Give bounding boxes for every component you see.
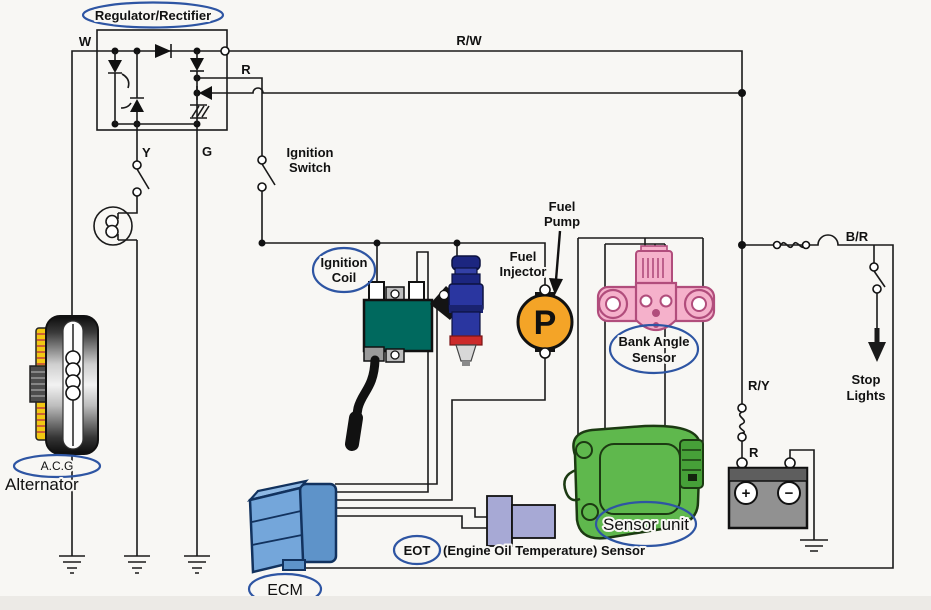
eot-sensor-head	[486, 495, 513, 547]
diode-right-icon	[190, 58, 204, 71]
ecm-back	[298, 482, 338, 564]
stop-arrow-head-icon	[868, 342, 886, 362]
wire-ecm-injector	[335, 300, 438, 485]
regulator-label-oval	[81, 1, 225, 29]
regulator-box	[96, 29, 228, 131]
bank-angle-label-2: Sensor	[632, 350, 676, 365]
eot-rest-label: (Engine Oil Temperature) Sensor	[443, 543, 645, 558]
bank-angle-sensor	[596, 245, 716, 332]
ecm	[246, 479, 338, 574]
fuel-injector-label-1: Fuel	[510, 249, 537, 264]
ecm-label: ECM	[267, 582, 303, 599]
bank-angle-label-1: Bank Angle	[618, 334, 689, 349]
regulator-output-terminal	[220, 46, 230, 56]
battery-plus-icon	[734, 481, 758, 505]
bottom-margin	[0, 596, 931, 610]
diode-icon	[155, 44, 171, 58]
wire-battery-ground	[789, 449, 815, 540]
diode-sense-icon	[199, 86, 212, 100]
wires	[59, 47, 894, 574]
wire-label-y: Y	[142, 145, 151, 160]
wire-regulator-sense	[212, 87, 742, 94]
wire-bank-angle-loops	[577, 237, 704, 470]
wire-label-ry: R/Y	[748, 378, 770, 393]
fuel-pump-label-2: Pump	[544, 214, 580, 229]
bank-sensor-connector	[635, 250, 673, 286]
winding-hatch-top	[37, 333, 49, 365]
wire-r-ignition	[197, 77, 263, 156]
ignition-switch-symbol	[257, 155, 267, 192]
fuel-pump: P	[516, 284, 574, 359]
ecm-foot	[282, 559, 306, 571]
ignition-coil	[345, 281, 434, 451]
wire-label-r-battery: R	[749, 445, 759, 460]
ignition-coil-label-1: Ignition	[321, 255, 368, 270]
main-fuse-symbol	[737, 403, 747, 442]
spark-plug-cap	[345, 411, 363, 451]
ground-symbols	[59, 539, 828, 574]
acg-label-oval	[12, 453, 102, 479]
sensor-unit-connector	[679, 439, 704, 489]
fuel-injector-label-2: Injector	[500, 264, 547, 279]
ignition-switch-label-1: Ignition	[287, 145, 334, 160]
eot-sensor-body	[511, 504, 556, 539]
scr-middle-icon	[130, 99, 144, 112]
lighting-switch-symbol	[132, 160, 142, 197]
bank-angle-label-oval	[608, 323, 700, 375]
battery-terminal-positive	[736, 457, 748, 469]
pump-letter: P	[534, 304, 557, 342]
wire-label-rw: R/W	[456, 33, 482, 48]
battery-minus-icon	[777, 481, 801, 505]
battery-minus-label: −	[785, 485, 794, 502]
stop-lights-label-1: Stop	[852, 372, 881, 387]
scr-left-icon	[108, 60, 122, 73]
ignition-coil-label-oval	[311, 246, 377, 294]
wire-ignition-switch-lower	[261, 163, 276, 243]
spark-plug-wire	[351, 355, 380, 425]
wire-y	[118, 130, 150, 556]
eot-label-oval	[392, 534, 442, 566]
wire-label-r: R	[241, 62, 251, 77]
wire-ecm-eot1	[335, 507, 488, 518]
eot-abbr-label: EOT	[404, 543, 431, 558]
regulator-label: Regulator/Rectifier	[95, 8, 211, 23]
battery-terminal-negative	[784, 457, 796, 469]
pump-terminal-bottom	[539, 347, 551, 359]
injector-oring	[449, 335, 483, 346]
coil-body	[362, 298, 434, 353]
wire-rw	[229, 50, 743, 404]
acg-label: A.C.G	[41, 459, 74, 473]
wire-ecm-coil	[335, 251, 429, 493]
regulator-rectifier	[96, 29, 230, 131]
alternator-label: Alternator	[5, 475, 79, 494]
stop-lights-label-2: Lights	[847, 388, 886, 403]
eot-sensor	[486, 495, 556, 547]
wire-label-br: B/R	[846, 229, 869, 244]
fuel-pump-arrow-head-icon	[549, 278, 563, 295]
lamp-symbol	[93, 206, 133, 246]
wire-ecm-eot2	[335, 515, 488, 529]
pump-terminal-top	[539, 284, 551, 296]
wire-ecm-pump	[335, 357, 546, 501]
alternator	[29, 315, 99, 455]
injector-nozzle	[455, 344, 477, 362]
battery-plus-label: +	[742, 485, 751, 502]
fuel-injector	[430, 255, 484, 366]
stop-fuse-symbol	[772, 240, 811, 250]
regulator-internal-wires	[114, 51, 198, 130]
battery: + −	[727, 457, 809, 530]
sensor-unit-label: Sensor unit	[603, 515, 689, 534]
ignition-switch-label-2: Switch	[289, 160, 331, 175]
wire-label-g: G	[202, 144, 212, 159]
thyristor-hatch-icon	[190, 104, 210, 119]
wire-main-bus	[262, 242, 546, 286]
fuel-pump-label-1: Fuel	[549, 199, 576, 214]
sensor-unit-label-oval	[594, 500, 698, 548]
labels: Regulator/Rectifier W R/W R Y G Ignition…	[3, 1, 888, 606]
stop-switch-symbol	[869, 262, 882, 294]
ignition-coil-label-2: Coil	[332, 270, 357, 285]
wire-label-w: W	[79, 34, 92, 49]
fuel-pump-arrow	[554, 230, 562, 281]
